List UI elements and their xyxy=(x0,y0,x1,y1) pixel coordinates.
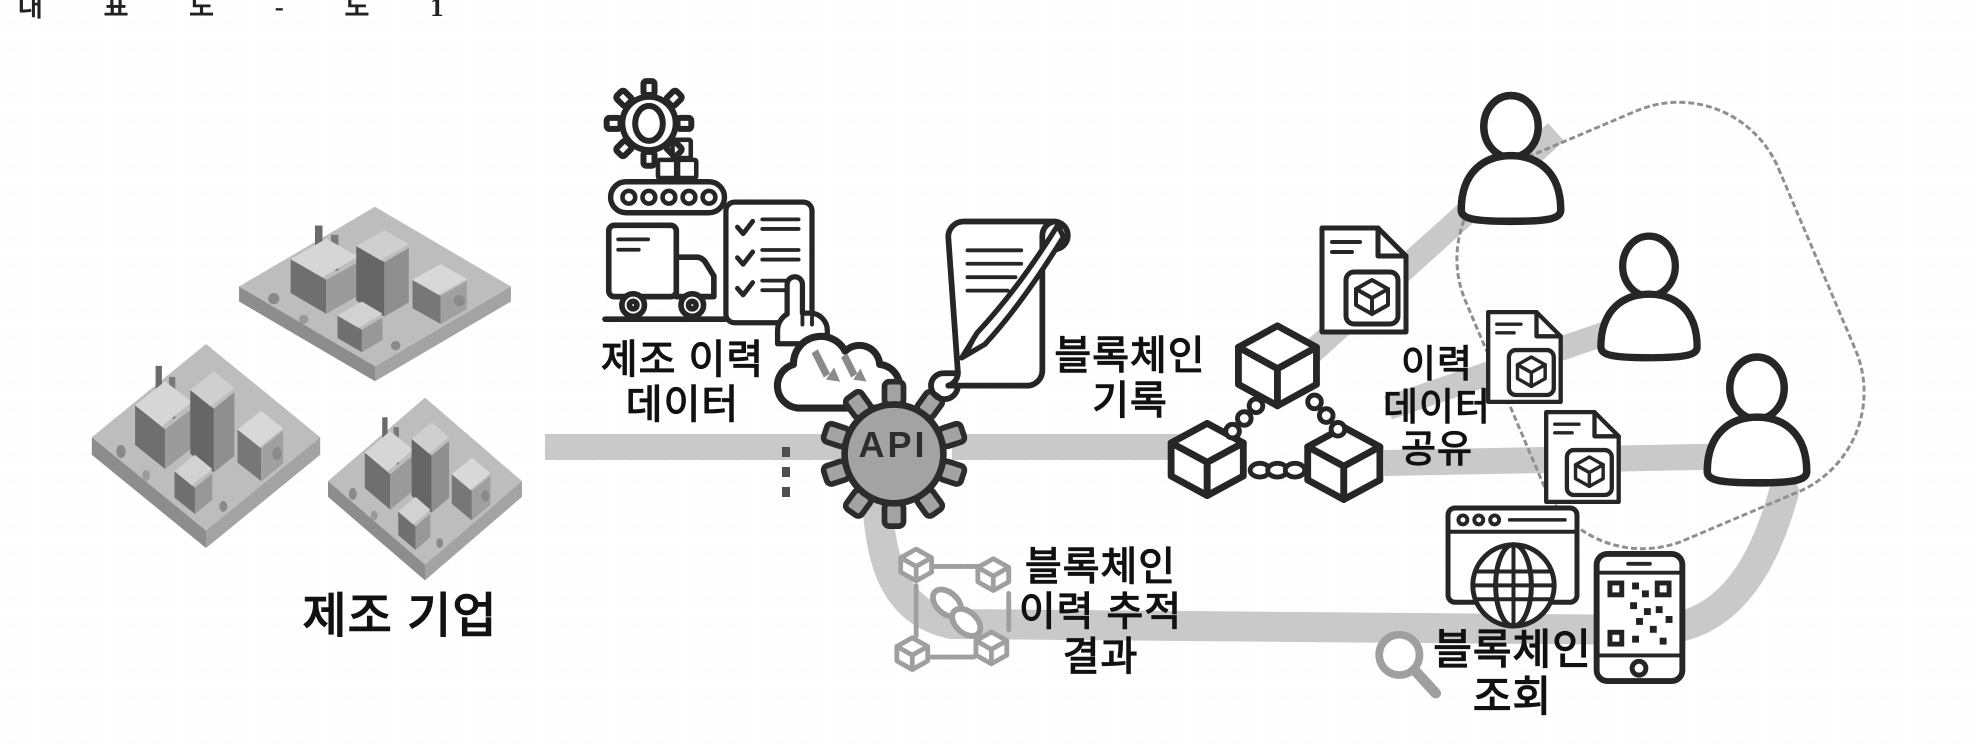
mini-cube xyxy=(894,635,931,672)
clipped-header-text: 대 표 도 - 도 1 xyxy=(18,0,458,22)
mini-cube xyxy=(975,556,1012,593)
cube-right xyxy=(1304,423,1384,503)
label-blockchain-record: 블록체인 기록 xyxy=(1054,334,1206,423)
history-doc-icon xyxy=(1319,225,1409,335)
truck-icon xyxy=(602,222,728,322)
label-blockchain-query: 블록체인 조회 xyxy=(1433,626,1592,721)
label-manufacturing-history-data: 제조 이력 데이터 xyxy=(600,338,765,427)
chain-blocks-icon xyxy=(894,546,1012,672)
label-trace-result: 블록체인 이력 추적 결과 xyxy=(1018,545,1183,679)
factory-city-icon xyxy=(91,343,321,549)
checklist-icon xyxy=(723,199,830,347)
mini-cube xyxy=(898,546,934,584)
mini-cube xyxy=(973,629,1010,667)
label-manufacturers: 제조 기업 xyxy=(302,590,498,643)
chain-link xyxy=(930,586,984,639)
consumer-icon xyxy=(1703,353,1811,487)
blockchain-cubes-icon xyxy=(1167,322,1384,503)
conveyor-icon xyxy=(607,137,728,216)
cube-top xyxy=(1235,322,1320,410)
ellipsis-dots xyxy=(782,437,790,507)
chain-links xyxy=(1223,392,1348,480)
consumer-icon xyxy=(1457,91,1565,226)
cloud-download-icon xyxy=(773,332,904,412)
api-label: API xyxy=(858,424,928,465)
api-gear-icon xyxy=(820,378,968,529)
consumer-icon xyxy=(1597,232,1701,362)
globe-icon xyxy=(1470,542,1557,629)
factory-city-icon xyxy=(328,397,522,581)
qr-phone-icon xyxy=(1593,551,1686,684)
qr-code xyxy=(1607,580,1673,647)
label-history-data-share: 이력 데이터 공유 xyxy=(1383,344,1491,472)
download-arrows xyxy=(811,349,867,382)
magnifier-icon xyxy=(1375,630,1442,699)
pointing-hand-icon xyxy=(774,274,830,347)
browser-globe-icon xyxy=(1445,505,1580,629)
gear-icon xyxy=(603,78,695,169)
history-doc-icon xyxy=(1544,409,1621,505)
smart-contract-scroll-icon xyxy=(928,218,1071,402)
history-doc-icon xyxy=(1486,309,1563,405)
